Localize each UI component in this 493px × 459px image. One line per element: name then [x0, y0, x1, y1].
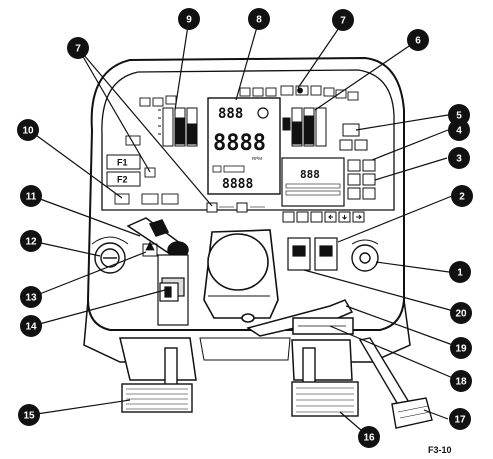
center-main-digits: 8888: [213, 131, 266, 156]
key-button[interactable]: [296, 211, 309, 223]
callout-20: 20: [450, 302, 472, 324]
svg-text:9: 9: [186, 15, 192, 26]
svg-text:6: 6: [415, 36, 421, 47]
right-bar-gauges: [282, 107, 327, 147]
switch[interactable]: [236, 202, 248, 213]
svg-text:20: 20: [455, 309, 467, 320]
indicator-strip: [139, 85, 359, 107]
svg-text:4: 4: [456, 126, 462, 137]
control-lever[interactable]: [126, 217, 189, 260]
left-bar-gauges: [158, 107, 198, 147]
svg-text:10: 10: [22, 126, 34, 137]
svg-text:3: 3: [456, 154, 462, 165]
figure-label: F3-10: [428, 445, 452, 455]
callout-11: 11: [20, 185, 42, 207]
hazard-warning-icon: [145, 241, 155, 251]
center-pedal[interactable]: [291, 347, 359, 417]
f1-label: F1: [117, 158, 128, 168]
svg-text:15: 15: [23, 411, 35, 422]
callout-2: 2: [451, 185, 473, 207]
callout-18: 18: [450, 370, 472, 392]
steering-column: [203, 229, 279, 323]
svg-text:8: 8: [256, 15, 262, 26]
control-button[interactable]: [339, 139, 353, 151]
control-button[interactable]: [347, 173, 361, 186]
svg-text:2: 2: [459, 192, 465, 203]
svg-text:16: 16: [363, 433, 375, 444]
callout-3: 3: [448, 147, 470, 169]
callout-7-top: 7: [332, 9, 354, 31]
f1-button[interactable]: [106, 154, 141, 170]
middle-switch-row: [206, 202, 265, 213]
ignition-switch[interactable]: [351, 239, 379, 272]
lower-console: [119, 337, 353, 381]
svg-text:11: 11: [26, 192, 37, 203]
callout-7-left: 7: [67, 37, 89, 59]
callout-17: 17: [449, 408, 471, 430]
right-rocker-switches: [287, 237, 338, 271]
callout-5: 5: [448, 104, 470, 126]
control-button[interactable]: [347, 187, 361, 200]
callout-15: 15: [18, 404, 40, 426]
svg-text:19: 19: [455, 344, 467, 355]
svg-text:17: 17: [454, 415, 466, 426]
leader-lines: [28, 18, 462, 438]
key-button[interactable]: [282, 211, 295, 223]
svg-text:12: 12: [25, 237, 37, 248]
callout-1: 1: [449, 261, 471, 283]
callout-19: 19: [450, 337, 472, 359]
rpm-label: RPM: [252, 156, 262, 161]
f2-label: F2: [117, 175, 128, 185]
callout-10: 10: [17, 119, 39, 141]
bottom-key-row: [282, 211, 365, 223]
right-display-digits: 888: [300, 168, 320, 181]
svg-text:1: 1: [457, 268, 463, 279]
center-lcd-display: 888 8888 RPM 8888: [207, 97, 281, 195]
callout-12: 12: [20, 230, 42, 252]
callout-8: 8: [248, 8, 270, 30]
key-button[interactable]: [310, 211, 323, 223]
control-button[interactable]: [362, 159, 376, 172]
callout-6: 6: [407, 29, 429, 51]
control-button[interactable]: [362, 173, 376, 186]
rotary-knob[interactable]: [91, 236, 129, 274]
clock-icon: [257, 107, 269, 119]
left-column-switches: [142, 241, 189, 326]
svg-text:14: 14: [25, 322, 37, 333]
control-button[interactable]: [362, 187, 376, 200]
callout-13: 13: [20, 286, 42, 308]
switch[interactable]: [206, 202, 218, 213]
svg-text:5: 5: [456, 111, 462, 122]
callout-9: 9: [178, 8, 200, 30]
callout-16: 16: [358, 426, 380, 448]
svg-text:18: 18: [455, 377, 467, 388]
right-button-grid: [339, 123, 376, 200]
f2-button[interactable]: [106, 171, 141, 187]
right-secondary-display: 888: [281, 157, 345, 207]
svg-text:7: 7: [75, 44, 81, 55]
svg-text:7: 7: [340, 16, 346, 27]
center-top-digits: 888: [218, 106, 243, 122]
svg-text:13: 13: [25, 293, 37, 304]
right-pedal[interactable]: [358, 337, 433, 429]
center-bottom-digits: 8888: [222, 177, 253, 192]
control-button[interactable]: [354, 139, 368, 151]
callout-14: 14: [20, 315, 42, 337]
left-function-panel: F1 F2: [106, 135, 179, 205]
control-button[interactable]: [347, 159, 361, 172]
left-pedal[interactable]: [121, 347, 193, 413]
